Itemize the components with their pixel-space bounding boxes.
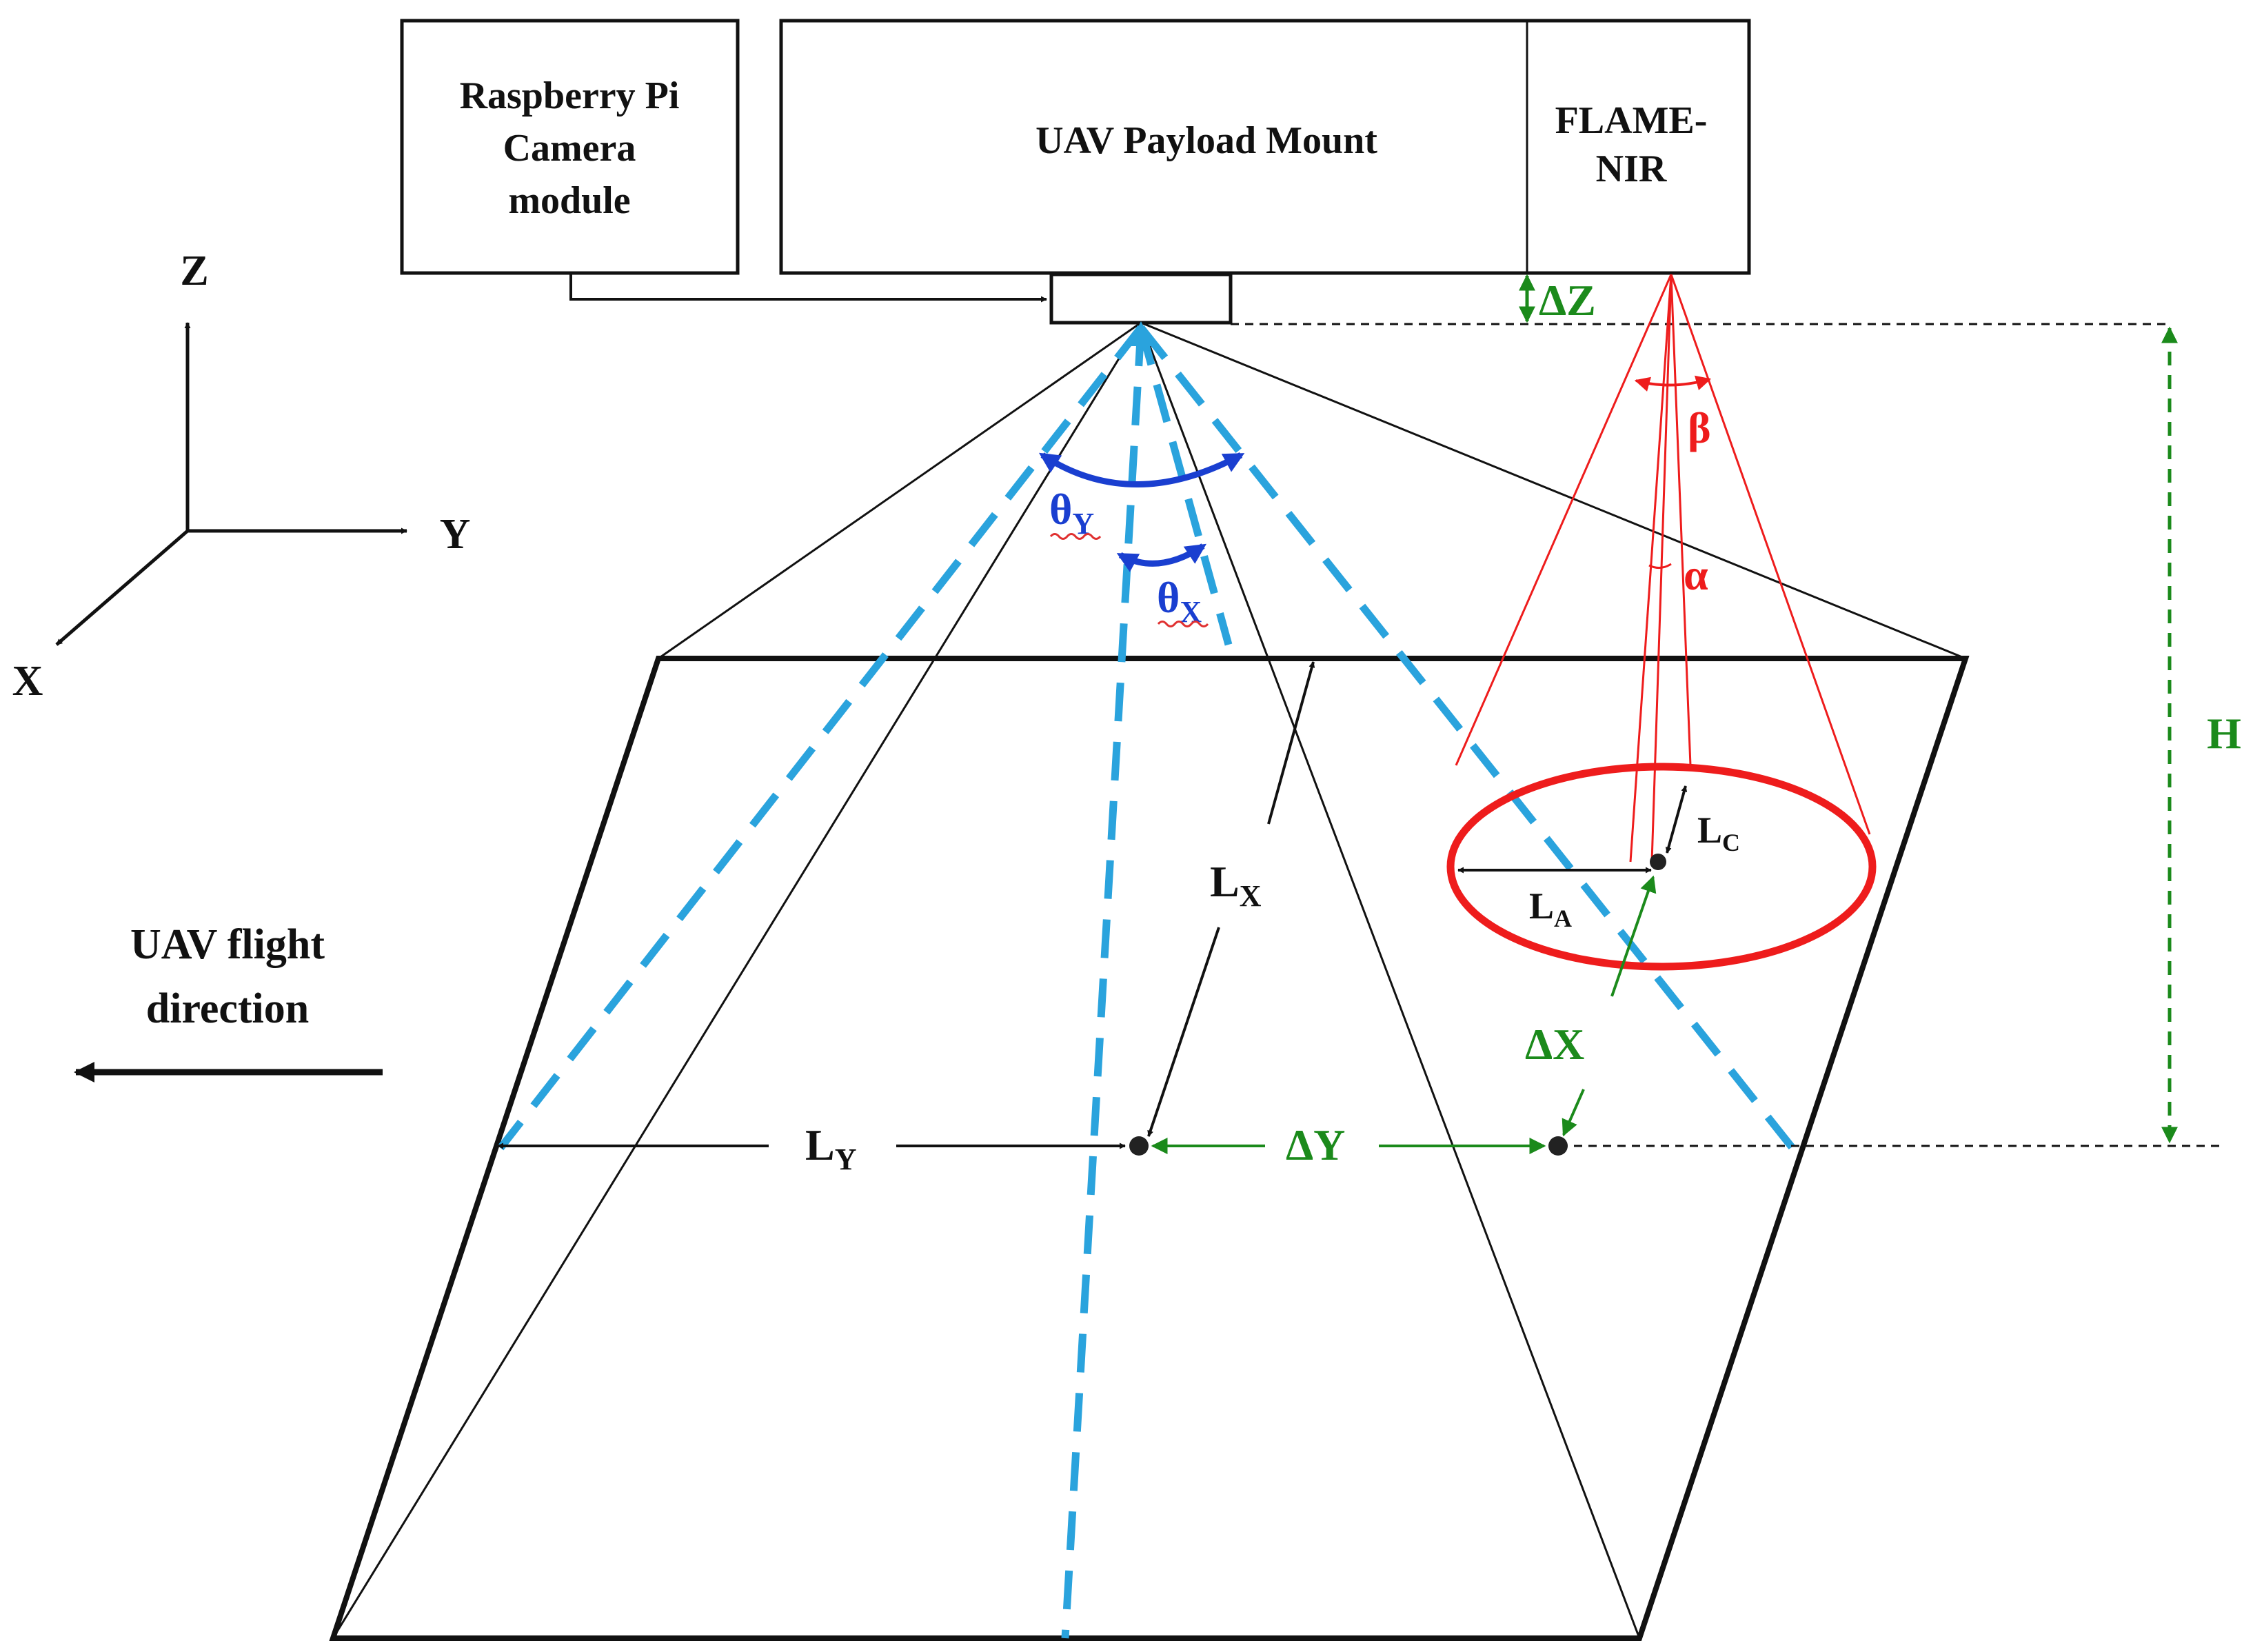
la-label: LA [1529,885,1572,932]
sensor-ground-point [1548,1136,1568,1156]
theta-y-squiggle [1049,533,1102,540]
theta-x-label: θX [1157,573,1202,629]
height-h-label: H [2207,709,2241,758]
flight-label-line-1: UAV flight [130,921,325,968]
lx-arrow-down [1147,927,1220,1137]
theta-x-arc [1116,543,1207,572]
x-axis-label: X [12,658,43,705]
beta-label: β [1688,403,1711,452]
ly-label: LY [805,1120,856,1176]
flight-label-line-2: direction [146,985,310,1032]
camera-connector-arrow [569,273,1047,303]
mount-label: UAV Payload Mount [1035,119,1377,162]
sensor-footprint-ellipse [1446,763,1877,971]
flame-label-line-1: FLAME- [1555,99,1708,142]
beta-arc [1634,375,1712,392]
delta-z-label: ΔZ [1539,276,1596,325]
delta-x-label: ΔX [1525,1020,1584,1069]
delta-y-label: ΔY [1286,1120,1345,1169]
camera-center-point [1129,1136,1149,1156]
camera-pyramid-edges [332,321,1966,1639]
camera-fov-lines [497,325,1796,1639]
lc-arrow [1665,785,1688,854]
z-axis-label: Z [180,248,208,294]
camera-lens [1049,272,1233,325]
alpha-arc [1648,563,1672,569]
theta-y-label: θY [1049,485,1094,541]
camera-label-line-3: module [508,179,630,222]
delta-x-arrow-down [1562,1089,1585,1137]
payload-mount-box: UAV Payload Mount [779,19,1751,275]
ground-footprint [329,656,1970,1641]
flame-nir-box: FLAME- NIR [1555,99,1708,190]
alpha-label: α [1684,550,1708,599]
lx-label: LX [1210,857,1262,913]
delta-x-arrow-up [1610,875,1657,997]
theta-x-squiggle [1157,621,1209,627]
lc-label: LC [1697,809,1740,856]
flame-label-line-2: NIR [1596,148,1667,190]
camera-module-box: Raspberry Pi Camera module [400,19,740,275]
flight-direction: UAV flight direction [74,921,383,1082]
camera-label-line-1: Raspberry Pi [460,74,680,117]
camera-fov-apex-arrow [1129,321,1153,346]
y-axis-label: Y [440,511,471,558]
coordinate-axes: Z Y X [12,248,471,705]
theta-y-arc [1038,452,1245,487]
sensor-center-point [1650,854,1666,870]
lx-arrow-up [1267,661,1315,825]
camera-label-line-2: Camera [503,127,636,170]
